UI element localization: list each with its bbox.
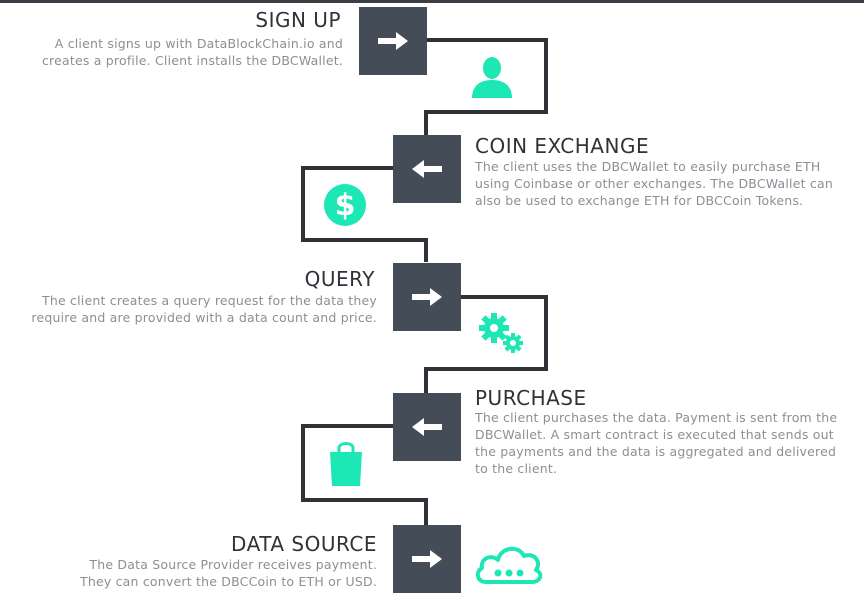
step-signup-box xyxy=(359,7,427,75)
step-query-desc: The client creates a query request for t… xyxy=(31,293,377,325)
step-data-source-box xyxy=(393,525,461,593)
arrow-right-icon xyxy=(412,288,442,306)
svg-text:$: $ xyxy=(335,188,356,223)
step-data-source-desc: The Data Source Provider receives paymen… xyxy=(79,557,377,589)
step-query-box xyxy=(393,263,461,331)
step-signup-desc: A client signs up with DataBlockChain.io… xyxy=(41,36,343,68)
step-coin-exchange-box xyxy=(393,135,461,203)
arrow-right-icon xyxy=(378,32,408,50)
step-coin-exchange-desc: The client uses the DBCWallet to easily … xyxy=(475,159,833,208)
step-coin-exchange-title: COIN EXCHANGE xyxy=(475,134,650,158)
user-icon xyxy=(472,57,512,98)
step-query-title: QUERY xyxy=(304,267,375,291)
step-purchase-title: PURCHASE xyxy=(475,386,587,410)
dollar-coin-icon: $ xyxy=(324,184,366,226)
top-border xyxy=(0,0,864,3)
shopping-bag-icon xyxy=(330,442,362,486)
cloud-icon xyxy=(475,546,543,584)
step-purchase-desc: The client purchases the data. Payment i… xyxy=(475,410,838,476)
arrow-right-icon xyxy=(412,550,442,568)
arrow-left-icon xyxy=(412,160,442,178)
step-purchase-box xyxy=(393,393,461,461)
step-signup-title: SIGN UP xyxy=(255,8,341,32)
gears-icon xyxy=(479,313,523,353)
step-data-source-title: DATA SOURCE xyxy=(231,532,377,556)
arrow-left-icon xyxy=(412,418,442,436)
